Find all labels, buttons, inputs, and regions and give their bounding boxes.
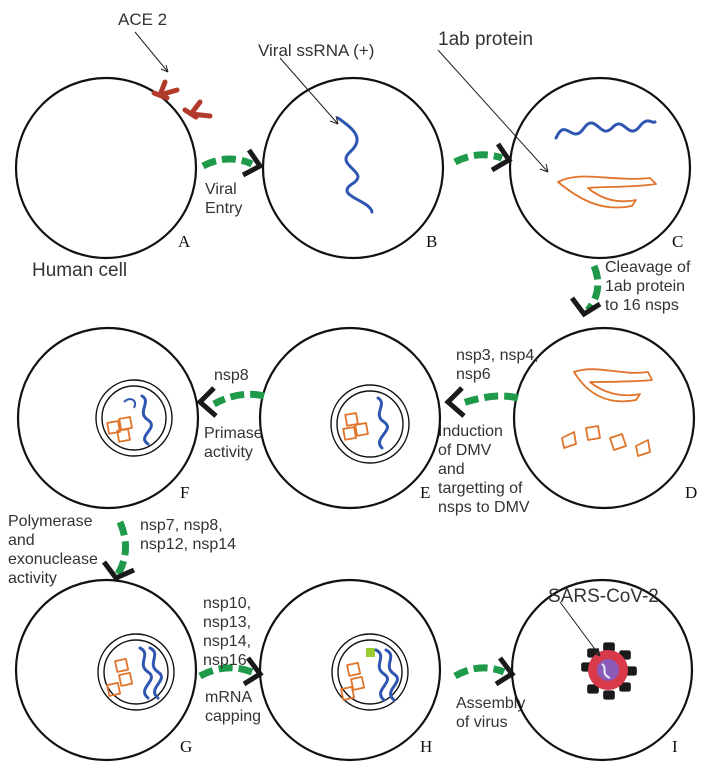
- protein-1ab: [557, 175, 657, 209]
- arrow-d-to-e: [444, 386, 519, 418]
- step-induction-dmv: Induction of DMV and targetting of nsps …: [438, 423, 530, 516]
- step-cleavage: Cleavage of 1ab protein to 16 nsps: [605, 259, 695, 314]
- nsp-cluster-e: [342, 412, 369, 441]
- step-nsp7-nsp8-nsp12-nsp14: nsp7, nsp8, nsp12, nsp14: [140, 517, 236, 553]
- cell-c: 1ab protein C: [437, 29, 692, 260]
- dmv-inner-h: [337, 639, 403, 705]
- cell-f: F: [16, 326, 200, 510]
- rna-g-1: [138, 646, 153, 700]
- human-cell-label: Human cell: [32, 260, 127, 281]
- cell-d-letter: D: [685, 483, 697, 502]
- dmv-outer-g: [97, 633, 175, 711]
- cell-e-letter: E: [420, 483, 430, 502]
- cell-h-letter: H: [420, 737, 432, 756]
- nsp-cluster-h: [340, 661, 366, 701]
- viral-rna: [336, 116, 374, 214]
- nsp-fragment-4: [635, 439, 651, 457]
- step-assembly: Assembly of virus: [456, 695, 530, 731]
- step-viral-entry: Viral Entry: [205, 181, 242, 217]
- arrow-h-to-i: [453, 656, 516, 687]
- nsp-cluster-g: [106, 657, 134, 697]
- step-nsp3-nsp4-nsp6: nsp3, nsp4, nsp6: [456, 347, 543, 383]
- arrow-e-to-f: [196, 386, 265, 418]
- nsp-cluster-f: [106, 416, 133, 443]
- step-primase: Primase activity: [204, 425, 267, 461]
- cell-b-membrane: [261, 76, 445, 260]
- nsp-fragment-3: [609, 433, 627, 451]
- protein-1ab-d: [573, 368, 653, 403]
- mrna-cap: [366, 648, 375, 657]
- cell-i-membrane: [510, 578, 694, 762]
- virus-pointer: [559, 601, 601, 657]
- ace2-label: ACE 2: [118, 10, 167, 29]
- dmv-inner-f: [101, 385, 167, 451]
- protein-pointer: [437, 49, 549, 173]
- ssrna-pointer: [279, 57, 339, 125]
- step-polymerase: Polymerase and exonuclease activity: [8, 513, 102, 587]
- cell-g-membrane: [14, 578, 198, 762]
- cell-e-membrane: [258, 326, 442, 510]
- viral-rna-c: [554, 119, 657, 140]
- step-nsp10-nsp13-nsp14-nsp16: nsp10, nsp13, nsp14, nsp16: [203, 595, 256, 669]
- protein-1ab-label: 1ab protein: [438, 29, 533, 50]
- cell-f-membrane: [16, 326, 200, 510]
- cell-a-letter: A: [178, 232, 191, 251]
- cell-b-letter: B: [426, 232, 437, 251]
- dmv-outer-f: [95, 379, 173, 457]
- ace2-pointer: [134, 31, 169, 73]
- rna-e: [376, 396, 389, 450]
- step-mrna-capping: mRNA capping: [205, 689, 261, 725]
- cell-b: Viral ssRNA (+) B: [258, 41, 445, 260]
- cell-f-letter: F: [180, 483, 189, 502]
- cell-c-letter: C: [672, 232, 683, 251]
- dmv-outer: [330, 384, 410, 464]
- cell-h: H: [258, 578, 442, 762]
- dmv-inner-g: [103, 639, 169, 705]
- sars-cov-2-virion: [581, 642, 637, 700]
- cell-c-membrane: [508, 76, 692, 260]
- cell-a-membrane: [14, 76, 198, 260]
- arrow-c-to-d: [570, 264, 602, 318]
- ace2-receptor: [151, 79, 213, 120]
- viral-ssrna-label: Viral ssRNA (+): [258, 41, 374, 60]
- rna-g-2: [148, 646, 163, 700]
- cell-a: ACE 2 A Human cell: [14, 10, 213, 281]
- rna-h-2: [384, 648, 399, 702]
- rna-h-1: [374, 648, 389, 702]
- virus-rna: [601, 663, 611, 679]
- nsp-fragment-1: [561, 431, 577, 449]
- arrow-a-to-b: [201, 148, 264, 178]
- cell-h-membrane: [258, 578, 442, 762]
- cell-i-letter: I: [672, 737, 678, 756]
- arrow-b-to-c: [453, 142, 513, 173]
- rna-f: [140, 394, 153, 446]
- cell-e: E: [258, 326, 442, 510]
- arrow-f-to-g: [102, 520, 136, 582]
- sars-cov-2-label: SARS-CoV-2: [548, 586, 659, 607]
- cell-g-letter: G: [180, 737, 192, 756]
- dmv-inner: [336, 390, 404, 458]
- dmv-outer-h: [331, 633, 409, 711]
- primer-f: [123, 398, 136, 409]
- cell-g: G: [14, 578, 198, 762]
- nsp-fragment-2: [585, 425, 601, 441]
- cell-d: D: [512, 326, 697, 510]
- cell-d-membrane: [512, 326, 696, 510]
- cell-i: SARS-CoV-2 I: [510, 578, 694, 762]
- step-nsp8: nsp8: [214, 367, 249, 384]
